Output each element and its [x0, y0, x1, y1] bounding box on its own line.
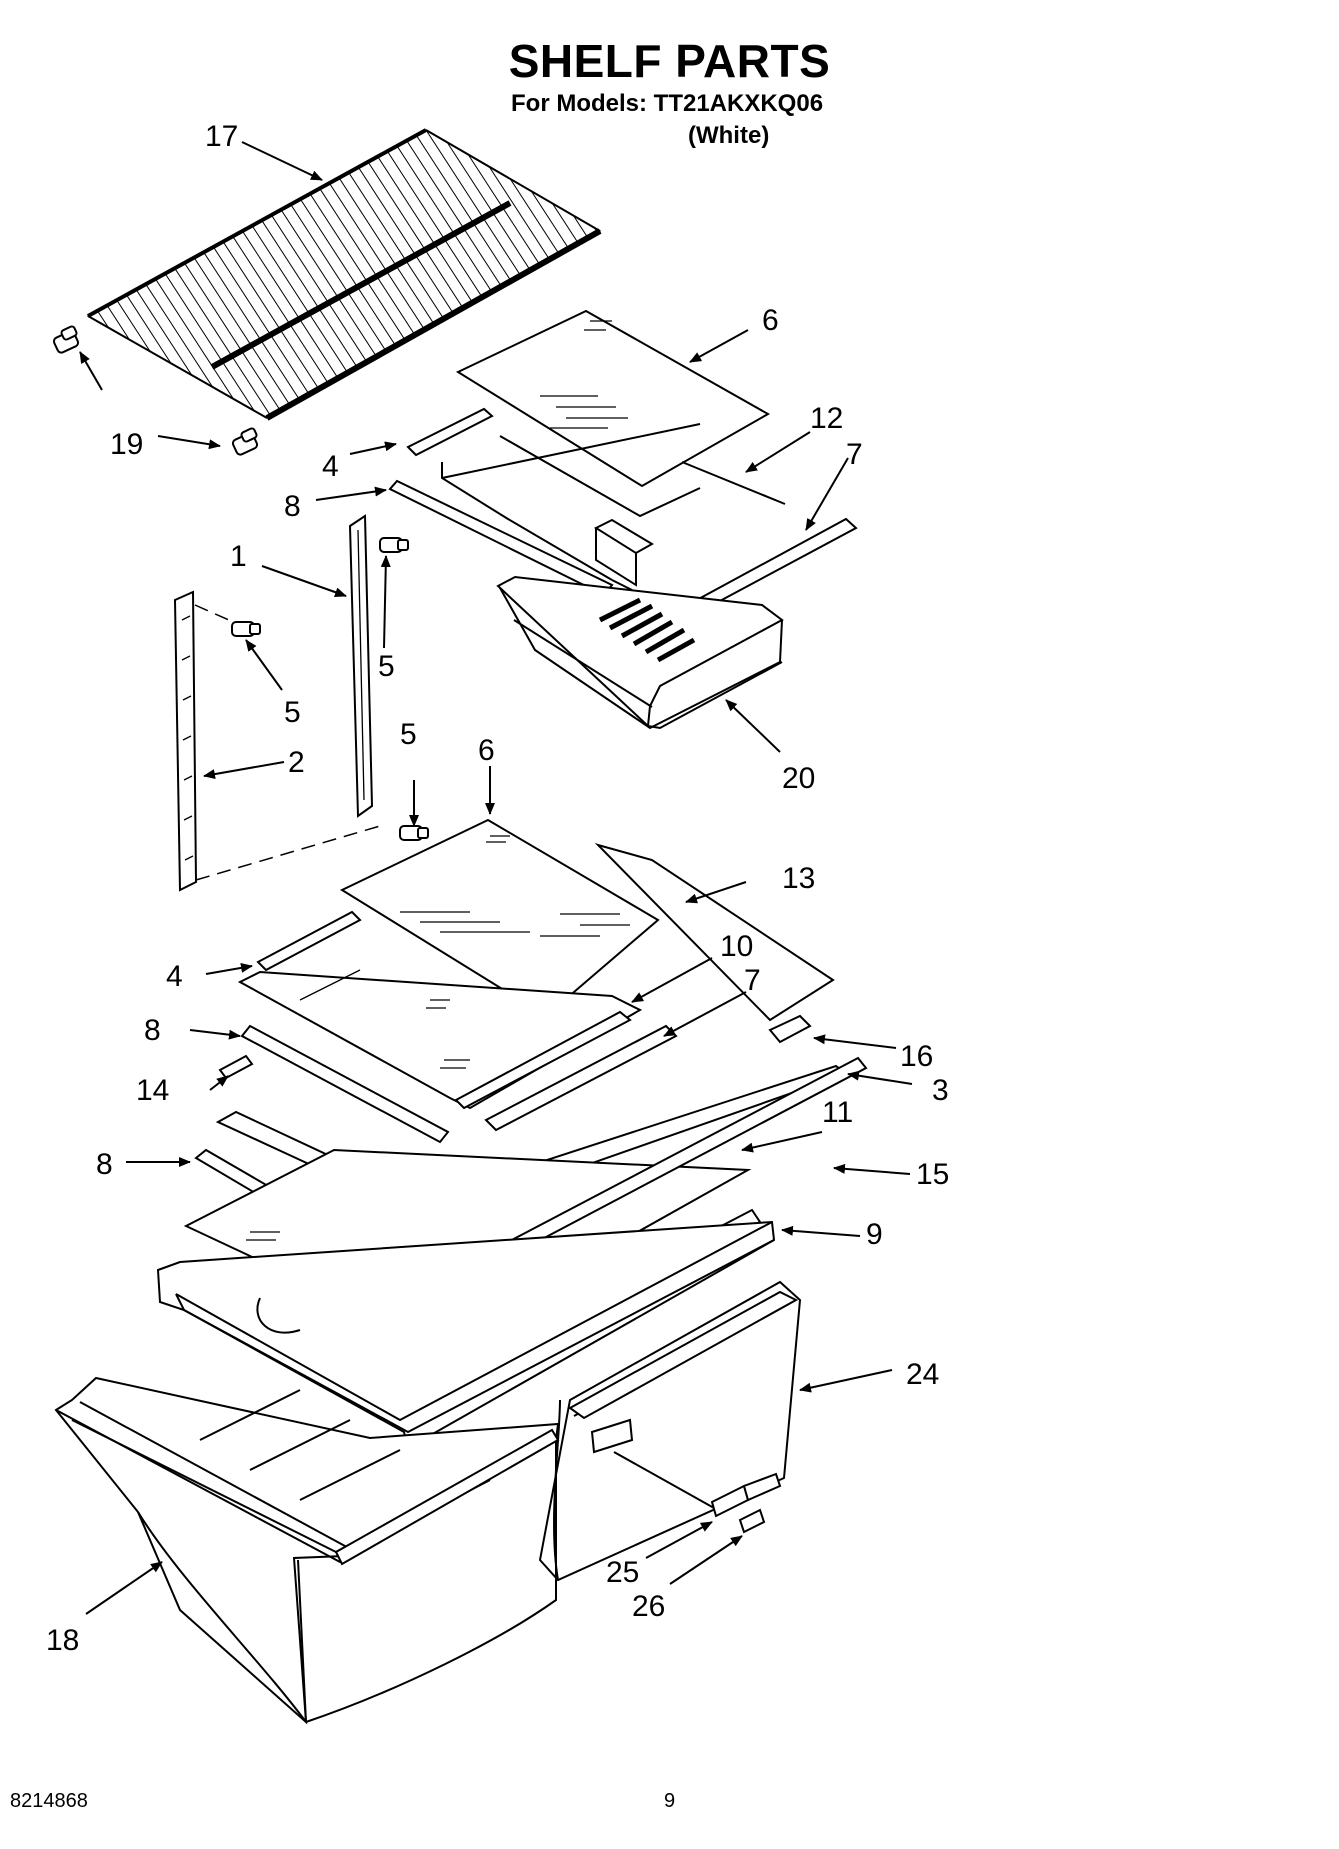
- callout-label: 7: [744, 964, 761, 997]
- crisper-cover-panel: [594, 843, 835, 1022]
- callout-label: 14: [136, 1074, 169, 1107]
- callout-label: 8: [96, 1148, 113, 1181]
- model-number: For Models: TT21AKXKQ06: [511, 90, 824, 117]
- callout-label: 25: [606, 1556, 639, 1589]
- middle-glass-shelf: [339, 818, 660, 1018]
- crisper-slide-stop: [738, 1508, 766, 1534]
- middle-shelf-trim-left: [256, 910, 362, 972]
- crisper-slide-bracket: [710, 1472, 782, 1518]
- left-shelf-support: [173, 590, 198, 892]
- callout-label: 5: [400, 718, 417, 751]
- support-screw: [231, 621, 261, 637]
- callout-label: 12: [810, 402, 843, 435]
- callout-label: 1: [230, 540, 247, 573]
- callout-label: 6: [762, 304, 779, 337]
- document-number: 8214868: [10, 1790, 88, 1812]
- callout-label: 13: [782, 862, 815, 895]
- callout-label: 4: [322, 450, 339, 483]
- callout-label: 8: [284, 490, 301, 523]
- shelf-end-cap: [52, 325, 80, 354]
- deli-drawer: [496, 518, 784, 730]
- page-number: 9: [664, 1790, 676, 1812]
- middle-shelf-front-trim: [240, 1024, 450, 1144]
- upper-glass-shelf: [455, 309, 771, 488]
- support-strip: [218, 1054, 254, 1080]
- callout-label: 11: [822, 1096, 853, 1129]
- callout-label: 3: [932, 1074, 949, 1107]
- middle-shelf-frame: [237, 969, 643, 1110]
- callout-label: 26: [632, 1590, 665, 1623]
- leader-lines: [79, 141, 913, 1615]
- crisper-cover-rear-trim: [768, 1014, 812, 1044]
- page-title: SHELF PARTS: [508, 35, 831, 87]
- callout-label: 16: [900, 1040, 933, 1073]
- right-shelf-support: [348, 514, 374, 818]
- callout-label: 19: [110, 428, 143, 461]
- shelf-trim-left: [406, 407, 494, 457]
- callout-label: 7: [846, 438, 863, 471]
- callout-label: 6: [478, 734, 495, 767]
- callout-label: 2: [288, 746, 305, 779]
- callout-label: 5: [378, 650, 395, 683]
- color-variant: (White): [688, 122, 770, 149]
- callout-label: 10: [720, 930, 753, 963]
- callout-label: 8: [144, 1014, 161, 1047]
- shelf-frame: [441, 423, 786, 591]
- middle-shelf-rear-bracket: [454, 1010, 632, 1110]
- callout-label: 5: [284, 696, 301, 729]
- callout-label: 4: [166, 960, 183, 993]
- callout-label: 20: [782, 762, 815, 795]
- left-crisper-drawer: [54, 1376, 560, 1725]
- support-screw: [399, 825, 429, 841]
- wire-shelf: [86, 128, 602, 421]
- shelf-front-trim: [388, 479, 614, 597]
- callout-label: 24: [906, 1358, 939, 1391]
- shelf-end-cap: [231, 427, 259, 456]
- callout-label: 15: [916, 1158, 949, 1191]
- crisper-cover-bezel: [156, 1220, 776, 1450]
- callout-label: 17: [205, 120, 238, 153]
- callout-numbers: 17 6 12 7 19 4 8 1 5 5 5 2 20 6 13 4 10 …: [46, 120, 949, 1657]
- callout-label: 9: [866, 1218, 883, 1251]
- callout-label: 18: [46, 1624, 79, 1657]
- support-screw: [379, 537, 409, 553]
